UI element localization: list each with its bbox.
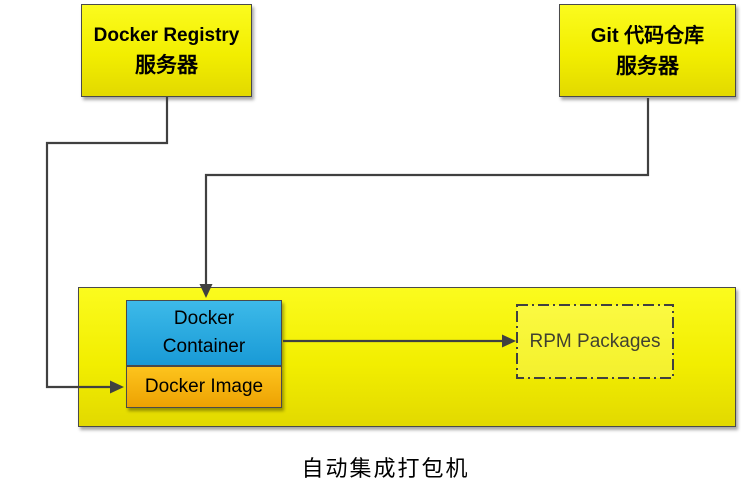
node-docker-container: Docker Container [126, 300, 282, 366]
docker-registry-title: Docker Registry [93, 25, 240, 46]
git-repo-title: Git 代码仓库 [590, 24, 705, 47]
connector-git-to-container [204, 98, 650, 285]
git-repo-subtitle: 服务器 [616, 53, 679, 78]
docker-image-label: Docker Image [144, 376, 264, 397]
docker-container-label-line2: Container [162, 336, 246, 357]
node-git-repo: Git 代码仓库 服务器 [559, 4, 736, 97]
node-docker-image: Docker Image [126, 366, 282, 408]
docker-container-label-line1: Docker [173, 308, 235, 329]
docker-registry-subtitle: 服务器 [135, 53, 198, 77]
rpm-packages-label: RPM Packages [529, 330, 661, 352]
diagram-caption: 自动集成打包机 [301, 456, 470, 481]
node-rpm-packages: RPM Packages [517, 305, 673, 378]
node-docker-registry: Docker Registry 服务器 [81, 4, 252, 97]
